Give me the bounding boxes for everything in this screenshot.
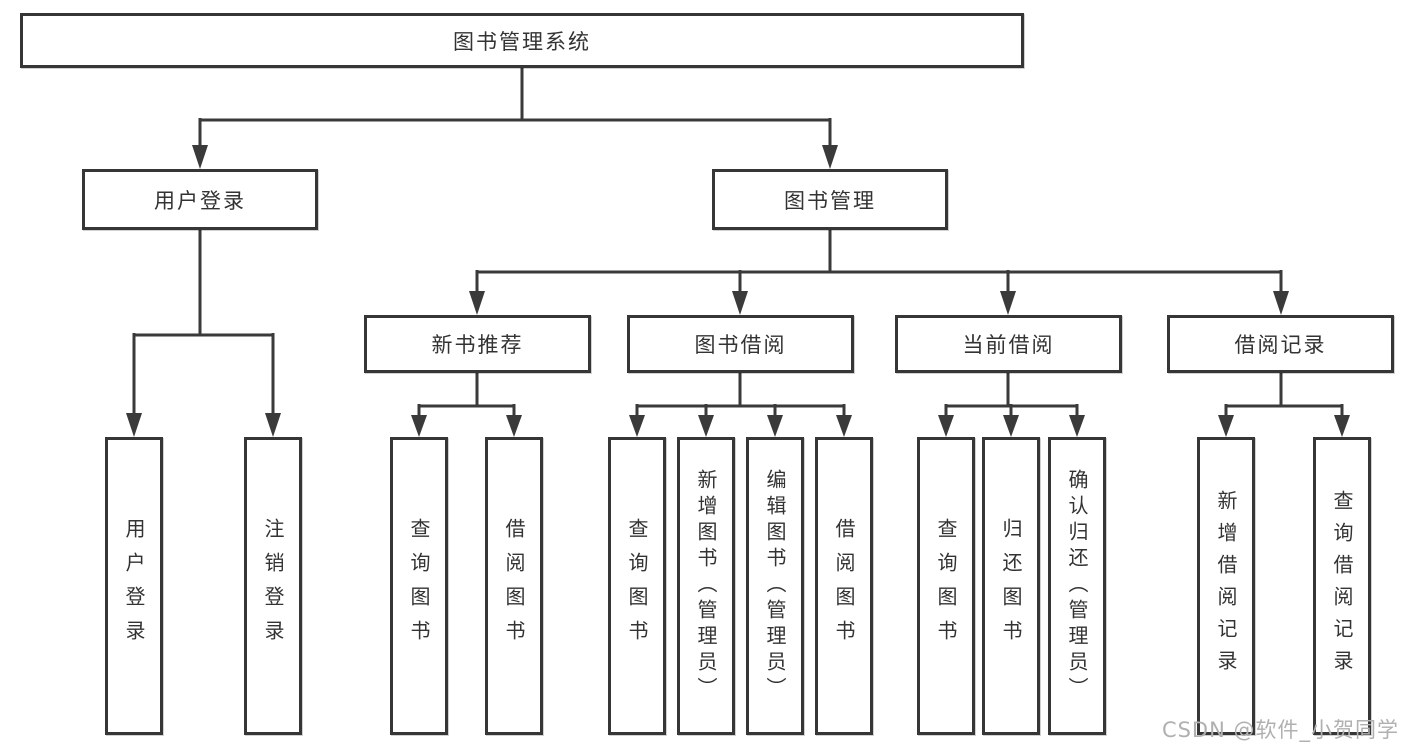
leaf-label: 用户登录 [122, 518, 146, 654]
leaf-user-login: 用户登录 [105, 437, 163, 735]
leaf-query-borrow-record: 查询借阅记录 [1313, 437, 1371, 735]
node-label: 图书管理系统 [453, 29, 591, 54]
leaf-label: 查询图书 [934, 518, 958, 654]
leaf-query-books-recommend: 查询图书 [390, 437, 448, 735]
leaf-label: 编辑图书（管理员） [763, 469, 787, 703]
leaf-label: 查询图书 [625, 518, 649, 654]
node-label: 新书推荐 [431, 333, 524, 357]
node-book-management-module: 图书管理 [712, 169, 948, 230]
leaf-return-book: 归还图书 [982, 437, 1040, 735]
leaf-label: 注销登录 [261, 518, 285, 654]
node-current-borrowing: 当前借阅 [895, 315, 1122, 373]
leaf-label: 查询借阅记录 [1330, 490, 1354, 682]
leaf-borrow-books-recommend: 借阅图书 [485, 437, 543, 735]
csdn-watermark: CSDN @软件_小贺同学 [1161, 718, 1399, 742]
node-book-borrowing: 图书借阅 [627, 315, 854, 373]
leaf-add-borrow-record: 新增借阅记录 [1197, 437, 1255, 735]
leaf-label: 新增图书（管理员） [694, 469, 718, 703]
node-label: 用户登录 [154, 188, 246, 213]
leaf-label: 新增借阅记录 [1214, 490, 1238, 682]
leaf-label: 借阅图书 [832, 518, 856, 654]
leaf-label: 归还图书 [999, 518, 1023, 654]
node-user-login-module: 用户登录 [82, 169, 318, 230]
leaf-label: 查询图书 [407, 518, 431, 654]
leaf-edit-book-admin: 编辑图书（管理员） [746, 437, 804, 735]
leaf-confirm-return-admin: 确认归还（管理员） [1048, 437, 1106, 735]
node-borrowing-records: 借阅记录 [1167, 315, 1394, 373]
leaf-add-book-admin: 新增图书（管理员） [677, 437, 735, 735]
leaf-query-books-borrow: 查询图书 [608, 437, 666, 735]
leaf-label: 借阅图书 [502, 518, 526, 654]
leaf-label: 确认归还（管理员） [1065, 469, 1089, 703]
node-label: 借阅记录 [1234, 333, 1327, 357]
node-label: 当前借阅 [962, 333, 1055, 357]
leaf-query-books-current: 查询图书 [917, 437, 975, 735]
leaf-borrow-books: 借阅图书 [815, 437, 873, 735]
node-label: 图书管理 [784, 188, 876, 213]
node-label: 图书借阅 [694, 333, 787, 357]
node-library-management-system: 图书管理系统 [20, 13, 1024, 68]
node-new-book-recommendation: 新书推荐 [364, 315, 591, 373]
leaf-logout: 注销登录 [244, 437, 302, 735]
